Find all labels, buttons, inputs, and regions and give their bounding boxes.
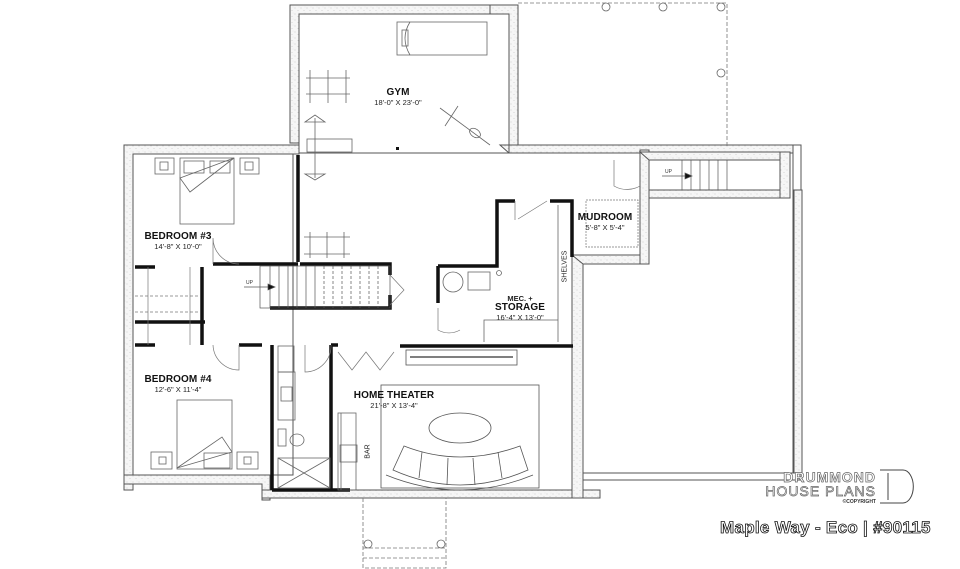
- garage-stair-up-label: UP: [665, 169, 672, 175]
- garage-stair: [662, 160, 728, 190]
- plan-title: Maple Way - Eco | #90115: [720, 518, 931, 538]
- brand-line2: HOUSE PLANS: [765, 483, 876, 499]
- room-label-mudroom: MUDROOM 5'-8" X 5'-4": [574, 213, 636, 232]
- room-name: BEDROOM #3: [144, 231, 212, 242]
- porch-posts: [363, 539, 446, 549]
- room-name: STORAGE: [495, 301, 545, 313]
- room-dimensions: 14'-8" X 10'-0": [154, 242, 202, 251]
- room-dimensions: 5'-8" X 5'-4": [585, 223, 625, 232]
- room-name: BEDROOM #4: [144, 374, 212, 385]
- room-name: HOME THEATER: [353, 390, 435, 401]
- room-label-mec-storage: MEC. + STORAGE 16'-4" X 13'-0": [485, 294, 555, 321]
- room-name-line1: MEC. +: [507, 294, 533, 303]
- brand-line1: DRUMMOND: [783, 469, 876, 485]
- bar-counter: [337, 412, 358, 491]
- home-theater-furniture: [380, 349, 540, 491]
- room-name: GYM: [386, 87, 410, 98]
- dumbbell-rack-top: [306, 70, 350, 103]
- interior-outlines: [132, 13, 510, 476]
- mechanical-equipment: [442, 205, 559, 342]
- room-dimensions: 16'-4" X 13'-0": [496, 312, 544, 322]
- brand-logo: DRUMMOND HOUSE PLANS ©COPYRIGHT: [765, 470, 876, 505]
- bar-label: BAR: [364, 444, 372, 459]
- brand-copyright: ©COPYRIGHT: [842, 499, 876, 505]
- room-name: MUDROOM: [577, 212, 633, 223]
- room-dimensions: 18'-0" X 23'-0": [374, 98, 422, 107]
- room-label-home-theater: HOME THEATER 21'-8" X 13'-4": [348, 391, 440, 410]
- shelves-label: SHELVES: [561, 250, 569, 283]
- mudroom-outline: [585, 199, 639, 248]
- closets: [135, 267, 200, 345]
- room-label-bedroom4: BEDROOM #4 12'-6" X 11'-4": [138, 375, 218, 394]
- patio-posts: [601, 2, 726, 78]
- interior-walls: [135, 155, 574, 492]
- bedroom4-furniture: [150, 399, 259, 470]
- main-stair: [244, 265, 391, 309]
- room-label-bedroom3: BEDROOM #3 14'-8" X 10'-0": [138, 232, 218, 251]
- room-dimensions: 21'-8" X 13'-4": [370, 401, 418, 410]
- bedroom3-furniture: [154, 157, 260, 225]
- dumbbell-rack-bottom: [304, 232, 350, 258]
- room-dimensions: 12'-6" X 11'-4": [154, 385, 202, 394]
- exterior-walls: [123, 4, 803, 501]
- bathroom-fixtures: [277, 345, 331, 489]
- door-swings: [212, 160, 641, 373]
- front-porch: [362, 498, 447, 569]
- stair-up-label: UP: [246, 280, 253, 286]
- gym-equipment: [303, 21, 491, 258]
- room-label-gym: GYM 18'-0" X 23'-0": [363, 88, 433, 107]
- covered-patio: [518, 2, 728, 146]
- drummond-logo-icon: [880, 469, 914, 504]
- floor-drain: [396, 147, 399, 150]
